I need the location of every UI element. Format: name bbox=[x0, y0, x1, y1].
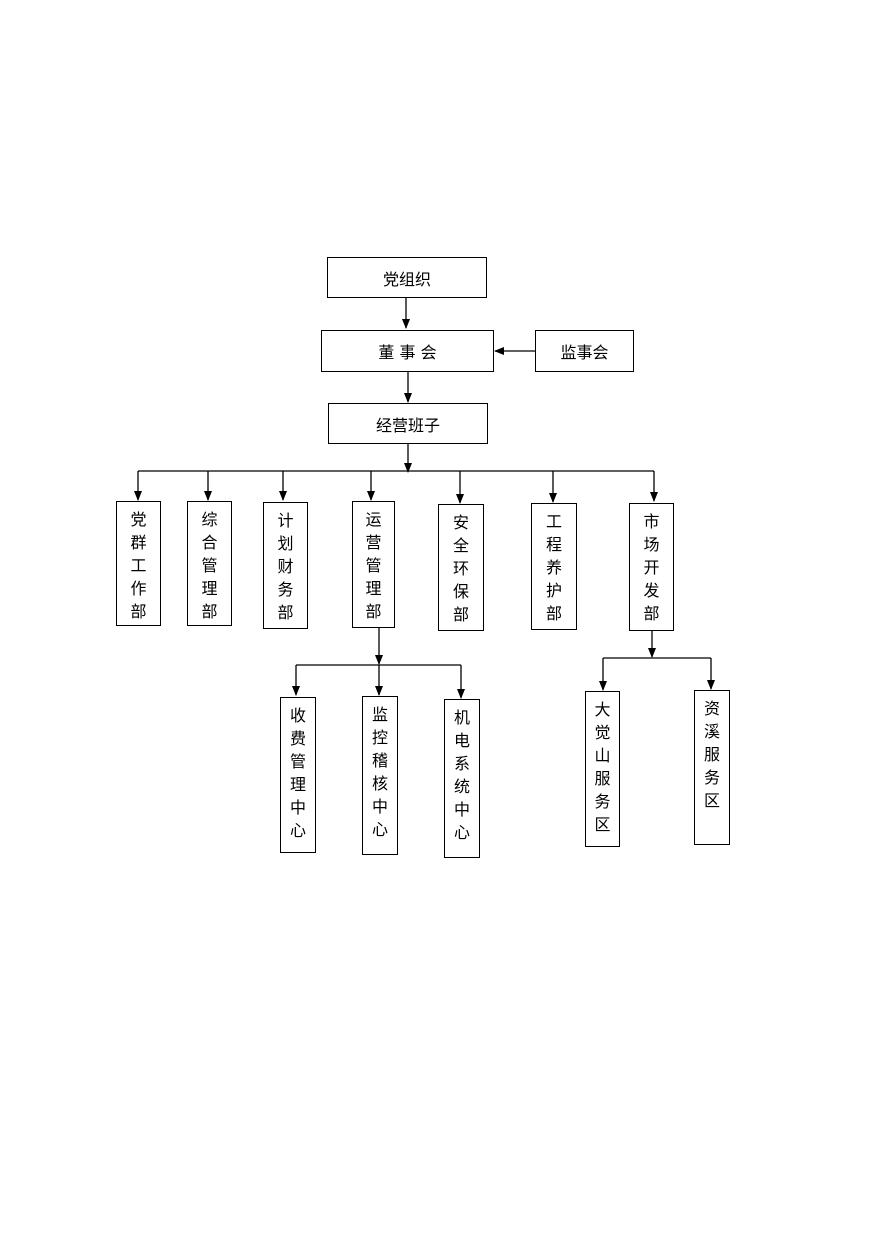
management-team-box: 经营班子 bbox=[328, 403, 488, 444]
operations-center-box: 监控稽核中心 bbox=[362, 696, 398, 855]
department-box: 工程养护部 bbox=[531, 503, 577, 630]
vertical-char: 理 bbox=[289, 775, 306, 794]
vertical-char: 部 bbox=[545, 604, 562, 623]
service-area-box: 大觉山服务区 bbox=[585, 691, 620, 847]
board-of-directors-box: 董 事 会 bbox=[321, 330, 494, 372]
vertical-char: 核 bbox=[371, 774, 388, 793]
vertical-char: 务 bbox=[277, 580, 294, 599]
vertical-char: 开 bbox=[643, 558, 660, 577]
vertical-char: 服 bbox=[594, 769, 611, 788]
vertical-char: 大 bbox=[594, 700, 611, 719]
vertical-char: 觉 bbox=[594, 723, 611, 742]
vertical-char: 护 bbox=[545, 581, 562, 600]
vertical-char: 务 bbox=[594, 792, 611, 811]
vertical-char: 管 bbox=[289, 752, 306, 771]
vertical-char: 系 bbox=[453, 754, 470, 773]
vertical-char: 部 bbox=[452, 605, 469, 624]
vertical-char: 电 bbox=[453, 731, 470, 750]
department-box: 市场开发部 bbox=[629, 503, 674, 631]
department-box: 安全环保部 bbox=[438, 504, 484, 631]
operations-center-box: 收费管理中心 bbox=[280, 697, 316, 853]
vertical-char: 工 bbox=[130, 556, 147, 575]
vertical-char: 溪 bbox=[703, 722, 720, 741]
vertical-char: 保 bbox=[452, 582, 469, 601]
operations-center-box: 机电系统中心 bbox=[444, 699, 480, 858]
vertical-char: 机 bbox=[453, 708, 470, 727]
vertical-char: 程 bbox=[545, 535, 562, 554]
vertical-char: 养 bbox=[545, 558, 562, 577]
vertical-char: 党 bbox=[130, 510, 147, 529]
vertical-char: 群 bbox=[130, 533, 147, 552]
vertical-char: 收 bbox=[289, 706, 306, 725]
vertical-char: 部 bbox=[277, 603, 294, 622]
vertical-char: 区 bbox=[703, 791, 720, 810]
party-organization-box: 党组织 bbox=[327, 257, 487, 298]
vertical-char: 心 bbox=[371, 820, 388, 839]
vertical-char: 理 bbox=[365, 579, 382, 598]
department-box: 计划财务部 bbox=[263, 502, 308, 629]
vertical-char: 划 bbox=[277, 534, 294, 553]
vertical-char: 综 bbox=[201, 510, 218, 529]
vertical-char: 运 bbox=[365, 510, 382, 529]
service-area-box: 资溪服务区 bbox=[694, 690, 730, 845]
vertical-char: 场 bbox=[643, 535, 660, 554]
vertical-char: 部 bbox=[201, 602, 218, 621]
vertical-char: 合 bbox=[201, 533, 218, 552]
vertical-char: 财 bbox=[277, 557, 294, 576]
department-box: 综合管理部 bbox=[187, 501, 232, 626]
vertical-char: 统 bbox=[453, 777, 470, 796]
vertical-char: 心 bbox=[289, 821, 306, 840]
vertical-char: 服 bbox=[703, 745, 720, 764]
vertical-char: 环 bbox=[452, 559, 469, 578]
vertical-char: 全 bbox=[452, 536, 469, 555]
vertical-char: 区 bbox=[594, 815, 611, 834]
vertical-char: 稽 bbox=[371, 751, 388, 770]
vertical-char: 发 bbox=[643, 581, 660, 600]
vertical-char: 务 bbox=[703, 768, 720, 787]
vertical-char: 作 bbox=[130, 579, 147, 598]
vertical-char: 监 bbox=[371, 705, 388, 724]
vertical-char: 中 bbox=[371, 797, 388, 816]
vertical-char: 山 bbox=[594, 746, 611, 765]
vertical-char: 管 bbox=[365, 556, 382, 575]
vertical-char: 管 bbox=[201, 556, 218, 575]
vertical-char: 中 bbox=[453, 800, 470, 819]
vertical-char: 心 bbox=[453, 823, 470, 842]
vertical-char: 工 bbox=[545, 512, 562, 531]
vertical-char: 部 bbox=[365, 602, 382, 621]
vertical-char: 理 bbox=[201, 579, 218, 598]
vertical-char: 资 bbox=[703, 699, 720, 718]
vertical-char: 费 bbox=[289, 729, 306, 748]
vertical-char: 安 bbox=[452, 513, 469, 532]
vertical-char: 市 bbox=[643, 512, 660, 531]
vertical-char: 计 bbox=[277, 511, 294, 530]
department-box: 党群工作部 bbox=[116, 501, 161, 626]
department-box: 运营管理部 bbox=[352, 501, 395, 628]
vertical-char: 控 bbox=[371, 728, 388, 747]
vertical-char: 营 bbox=[365, 533, 382, 552]
board-of-supervisors-box: 监事会 bbox=[535, 330, 634, 372]
vertical-char: 部 bbox=[643, 604, 660, 623]
vertical-char: 部 bbox=[130, 602, 147, 621]
vertical-char: 中 bbox=[289, 798, 306, 817]
